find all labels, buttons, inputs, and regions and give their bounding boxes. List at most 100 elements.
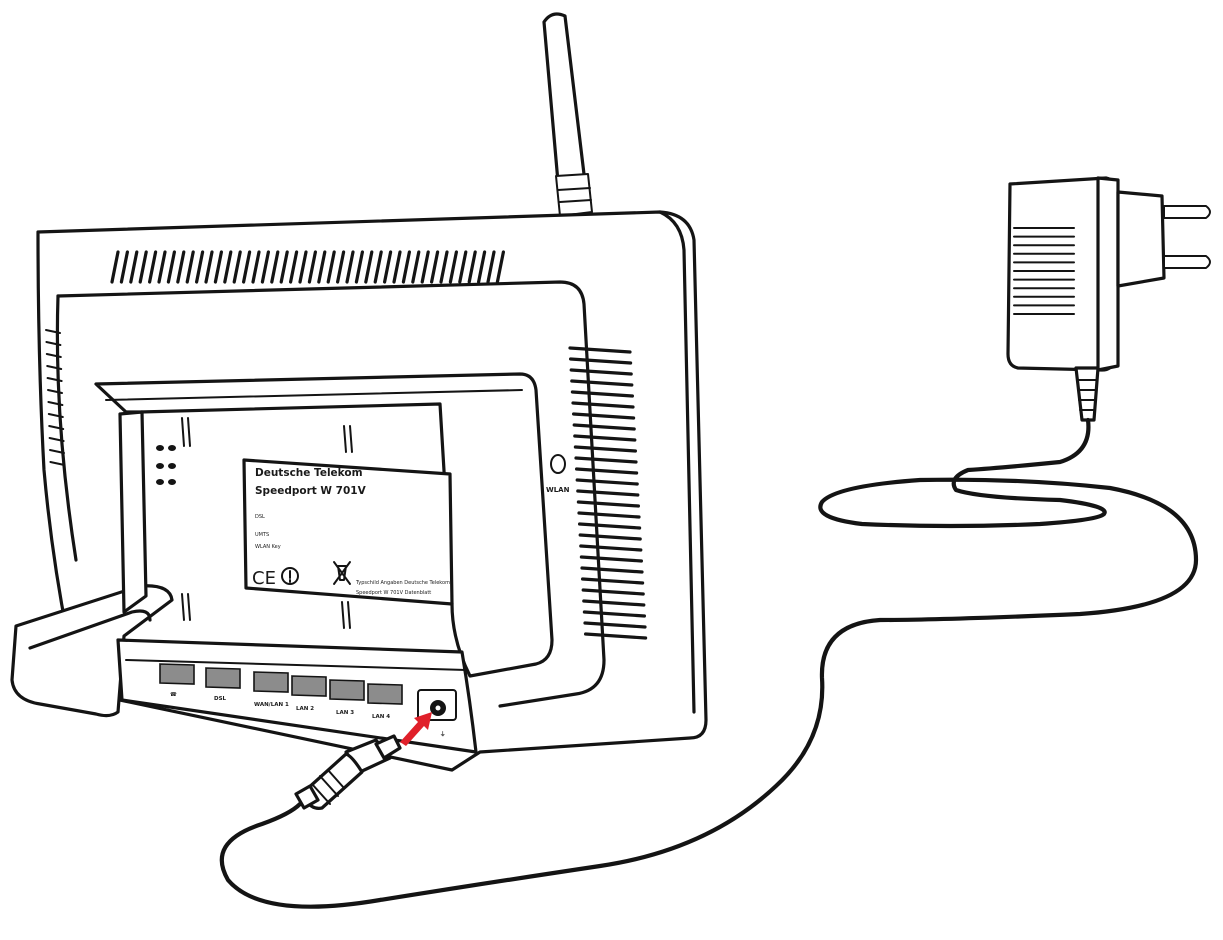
- top-vent-slot: [383, 250, 393, 284]
- top-vent-slot: [345, 250, 355, 284]
- wlan-button: WLAN: [546, 454, 570, 494]
- top-vent-slot: [166, 250, 176, 284]
- top-vent-slot: [223, 250, 233, 284]
- top-vent-slot: [251, 250, 261, 284]
- label-footer-1: Typschild Angaben Deutsche Telekom: [355, 580, 450, 586]
- power-socket: ⏚: [417, 689, 457, 738]
- side-vent-slot: [579, 544, 643, 552]
- top-vent-slot: [279, 250, 289, 284]
- plug-prong-top: [1163, 205, 1211, 219]
- top-vent-slot: [213, 250, 223, 284]
- side-vent-slot: [575, 478, 639, 486]
- top-vent-slot: [486, 250, 496, 284]
- top-vent-slot: [430, 250, 440, 284]
- top-vent-slot: [204, 250, 214, 284]
- side-vent-slot: [575, 467, 639, 475]
- top-vent-slot: [477, 250, 487, 284]
- insertion-arrow: [400, 712, 432, 746]
- left-vent-slot: [48, 437, 65, 442]
- side-vent-slot: [571, 401, 635, 409]
- side-vent-slots: [568, 346, 648, 640]
- stand-grip: [156, 445, 176, 485]
- side-vent-slot: [584, 632, 648, 640]
- top-vent-slot: [119, 250, 129, 284]
- top-vent-slot: [354, 250, 364, 284]
- port-label-lan2: LAN 2: [296, 706, 314, 712]
- top-vent-slots: [110, 250, 505, 284]
- top-vent-slot: [298, 250, 308, 284]
- side-vent-slot: [582, 610, 646, 618]
- side-vent-slot: [583, 621, 647, 629]
- label-field-wlan-key: WLAN Key: [255, 544, 281, 550]
- left-vent-slot: [47, 389, 63, 394]
- top-vent-slot: [138, 250, 148, 284]
- top-vent-slot: [495, 250, 505, 284]
- side-vent-slot: [582, 599, 646, 607]
- port-phone: ☎: [159, 663, 195, 698]
- left-vent-slot: [49, 461, 66, 466]
- side-vent-slot: [581, 577, 645, 585]
- left-vent-slot: [45, 353, 62, 358]
- left-vent-slot: [46, 365, 63, 370]
- top-vent-slot: [326, 250, 336, 284]
- router-body: [10, 210, 708, 772]
- label-footer-2: Speedport W 701V Datenblatt: [356, 590, 431, 596]
- top-vent-slot: [401, 250, 411, 284]
- top-vent-slot: [448, 250, 458, 284]
- label-brand-line2: Speedport W 701V: [255, 485, 367, 497]
- top-vent-slot: [317, 250, 327, 284]
- left-vent-slots: [45, 329, 66, 466]
- side-vent-slot: [572, 423, 636, 431]
- adapter-grille: [1013, 227, 1075, 315]
- top-vent-slot: [420, 250, 430, 284]
- port-lan2: LAN 2: [291, 675, 327, 712]
- side-vent-slot: [573, 445, 637, 453]
- top-vent-slot: [270, 250, 280, 284]
- top-vent-slot: [129, 250, 139, 284]
- side-vent-slot: [576, 500, 640, 508]
- side-vent-slot: [569, 357, 633, 365]
- power-socket-label: ⏚: [440, 731, 446, 738]
- top-vent-slot: [458, 250, 468, 284]
- left-vent-slot: [45, 341, 62, 346]
- side-vent-slot: [581, 588, 645, 596]
- top-vent-slot: [260, 250, 270, 284]
- side-vent-slot: [579, 555, 643, 563]
- side-vent-slot: [578, 522, 642, 530]
- top-vent-slot: [148, 250, 158, 284]
- top-vent-slot: [232, 250, 242, 284]
- wlan-button-label: WLAN: [546, 486, 570, 494]
- port-label-dsl: DSL: [214, 696, 227, 702]
- side-vent-slot: [570, 390, 634, 398]
- side-vent-slot: [580, 566, 644, 574]
- power-cable: [219, 417, 1199, 909]
- left-vent-slot: [45, 329, 61, 334]
- port-lan4: LAN 4: [367, 683, 403, 720]
- port-row: ☎ DSL WAN/LAN 1 LAN 2 LAN 3 LAN 4 ⏚: [159, 663, 457, 738]
- label-field-dsl: DSL: [255, 514, 265, 520]
- side-vent-slot: [576, 489, 640, 497]
- left-vent-slot: [49, 449, 65, 454]
- top-vent-slot: [364, 250, 374, 284]
- port-label-lan3: LAN 3: [336, 710, 354, 716]
- port-label-phone: ☎: [170, 691, 177, 698]
- side-vent-slot: [570, 379, 634, 387]
- top-vent-slot: [242, 250, 252, 284]
- ce-mark: CE: [252, 568, 276, 589]
- warning-icon: [281, 567, 299, 585]
- top-vent-slot: [176, 250, 186, 284]
- top-vent-slot: [195, 250, 205, 284]
- power-adapter: [1006, 176, 1211, 422]
- plug-prong-bottom: [1163, 255, 1211, 269]
- side-vent-slot: [568, 346, 632, 354]
- label-field-umts: UMTS: [255, 532, 269, 538]
- side-vent-slot: [573, 434, 637, 442]
- left-vent-slot: [47, 413, 64, 418]
- side-vent-slot: [578, 533, 642, 541]
- top-vent-slot: [336, 250, 346, 284]
- port-label-lan4: LAN 4: [372, 714, 390, 720]
- weee-bin-icon: [333, 561, 351, 585]
- port-dsl: DSL: [205, 667, 241, 702]
- side-vent-slot: [569, 368, 633, 376]
